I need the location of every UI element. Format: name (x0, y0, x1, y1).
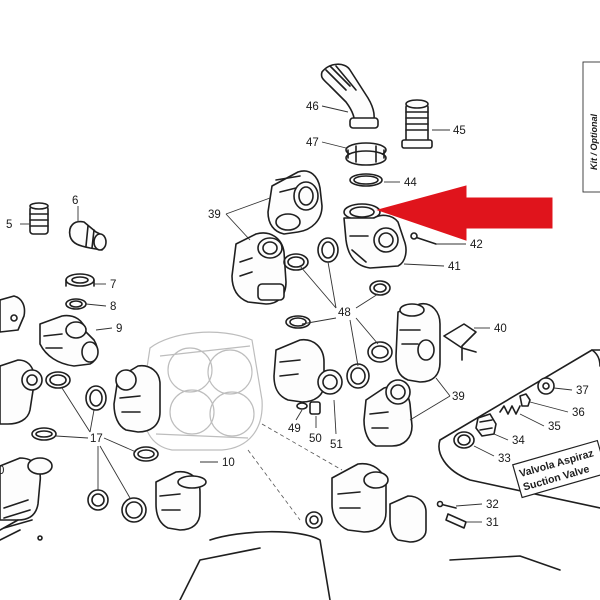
part-17-o-rings: 17 (31, 371, 159, 523)
callout-33: 33 (498, 453, 511, 465)
parts-49-50-plug: 49 50 (288, 401, 322, 445)
part-51-valve-body: 51 (273, 338, 343, 451)
part-44-o-ring: 44 (349, 173, 417, 189)
callout-39-lower: 39 (452, 391, 465, 403)
callout-44: 44 (404, 177, 417, 189)
callout-41: 41 (448, 261, 461, 273)
kit-optional-label: Kit / Optional (589, 114, 599, 170)
callout-9: 9 (116, 323, 122, 335)
callout-48: 48 (338, 307, 351, 319)
part-6-elbow: 6 (68, 195, 107, 251)
callout-5: 5 (6, 219, 12, 231)
parts-31-32-screws: 32 31 (436, 499, 499, 529)
part-47-ring-nut: 47 (306, 137, 387, 166)
callout-35: 35 (548, 421, 561, 433)
part-39-upper-manifold: 39 (208, 170, 323, 305)
dashed-guides (247, 423, 343, 521)
callout-7: 7 (110, 279, 116, 291)
callout-46: 46 (306, 101, 319, 113)
callout-31: 31 (486, 517, 499, 529)
lower-left-screws (0, 519, 43, 541)
callout-34: 34 (512, 435, 525, 447)
callout-50: 50 (309, 433, 322, 445)
part-41-manifold: 41 (343, 203, 461, 273)
kit-optional-frame: Kit / Optional (582, 61, 600, 193)
bottom-outline (179, 530, 561, 600)
callout-37: 37 (576, 385, 589, 397)
callout-40: 40 (494, 323, 507, 335)
part-48-o-rings: 48 (283, 237, 393, 389)
callout-45: 45 (453, 125, 466, 137)
callout-0: 0 (0, 465, 4, 477)
part-40-u-bolt: 40 (443, 323, 507, 361)
highlight-arrow (376, 185, 553, 241)
callout-10: 10 (222, 457, 235, 469)
part-8-o-ring: 8 (65, 298, 116, 313)
part-9-manifold: 9 (39, 314, 122, 367)
part-45-straight-tail: 45 (401, 99, 466, 149)
callout-6: 6 (72, 195, 78, 207)
lower-center-manifold (305, 462, 427, 543)
callout-39-upper: 39 (208, 209, 221, 221)
callout-32: 32 (486, 499, 499, 511)
callout-49: 49 (288, 423, 301, 435)
part-7-nut: 7 (65, 273, 116, 291)
callout-17: 17 (90, 433, 103, 445)
part-46-elbow-tail: 46 (306, 63, 379, 129)
callout-8: 8 (110, 301, 116, 313)
part-5-fitting: 5 (6, 202, 49, 235)
callout-47: 47 (306, 137, 319, 149)
left-edge-partial-parts: 0 (0, 295, 53, 529)
suction-kit-parts: 33 34 35 36 37 (453, 377, 589, 465)
callout-42: 42 (470, 239, 483, 251)
suction-valve-kit-box: Valvola Aspiraz Suction Valve (438, 349, 600, 509)
callout-36: 36 (572, 407, 585, 419)
pump-housing-faint (141, 331, 263, 451)
part-39-lower-manifold: 39 (363, 302, 465, 447)
callout-51: 51 (330, 439, 343, 451)
part-10-manifold: 10 (113, 364, 235, 531)
